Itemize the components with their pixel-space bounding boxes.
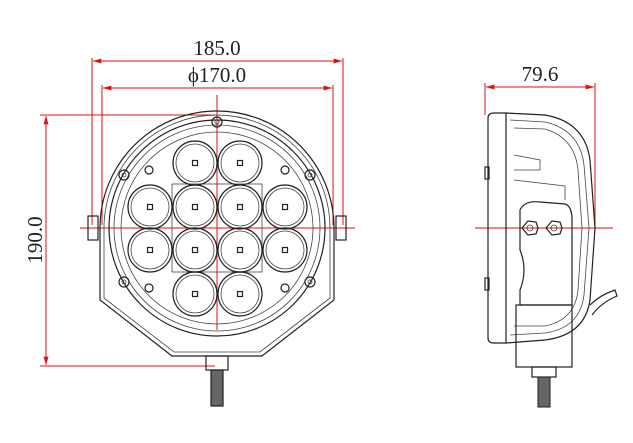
width-dimension: 185.0: [91, 36, 344, 225]
depth-label: 79.6: [522, 62, 559, 86]
led-board: [171, 183, 263, 273]
width-label: 185.0: [193, 36, 240, 60]
led-lens: [172, 184, 218, 230]
bracket-base: [515, 304, 573, 368]
led-array: [127, 140, 308, 317]
led-lens: [262, 227, 308, 273]
side-gland: [531, 366, 557, 378]
diameter-dimension: ϕ170.0: [101, 63, 334, 225]
led-lens: [217, 140, 263, 186]
led-lens: [172, 227, 218, 273]
heatsink: [505, 112, 596, 344]
side-view: 79.6: [475, 62, 618, 408]
cable: [210, 369, 224, 407]
front-view: 185.0 ϕ170.0 190.0: [23, 36, 355, 407]
bezel-screws: [118, 116, 316, 293]
height-label: 190.0: [23, 216, 47, 263]
led-lens: [172, 140, 218, 186]
led-lens: [172, 271, 218, 317]
led-lens: [262, 184, 308, 230]
height-dimension: 190.0: [23, 114, 215, 367]
bracket-bolts: [521, 220, 563, 236]
led-lens: [217, 227, 263, 273]
right-mount: [335, 215, 347, 241]
diameter-label: ϕ170.0: [188, 63, 246, 87]
left-mount: [87, 215, 99, 241]
cable-gland: [205, 355, 229, 371]
depth-dimension: 79.6: [484, 62, 596, 228]
led-lens: [127, 184, 173, 230]
side-wire: [589, 289, 618, 316]
led-lens: [217, 184, 263, 230]
side-cable: [537, 376, 551, 408]
housing-outline: [99, 110, 335, 357]
mounting-bracket: [519, 201, 573, 306]
led-lens: [127, 227, 173, 273]
led-lens: [217, 271, 263, 317]
